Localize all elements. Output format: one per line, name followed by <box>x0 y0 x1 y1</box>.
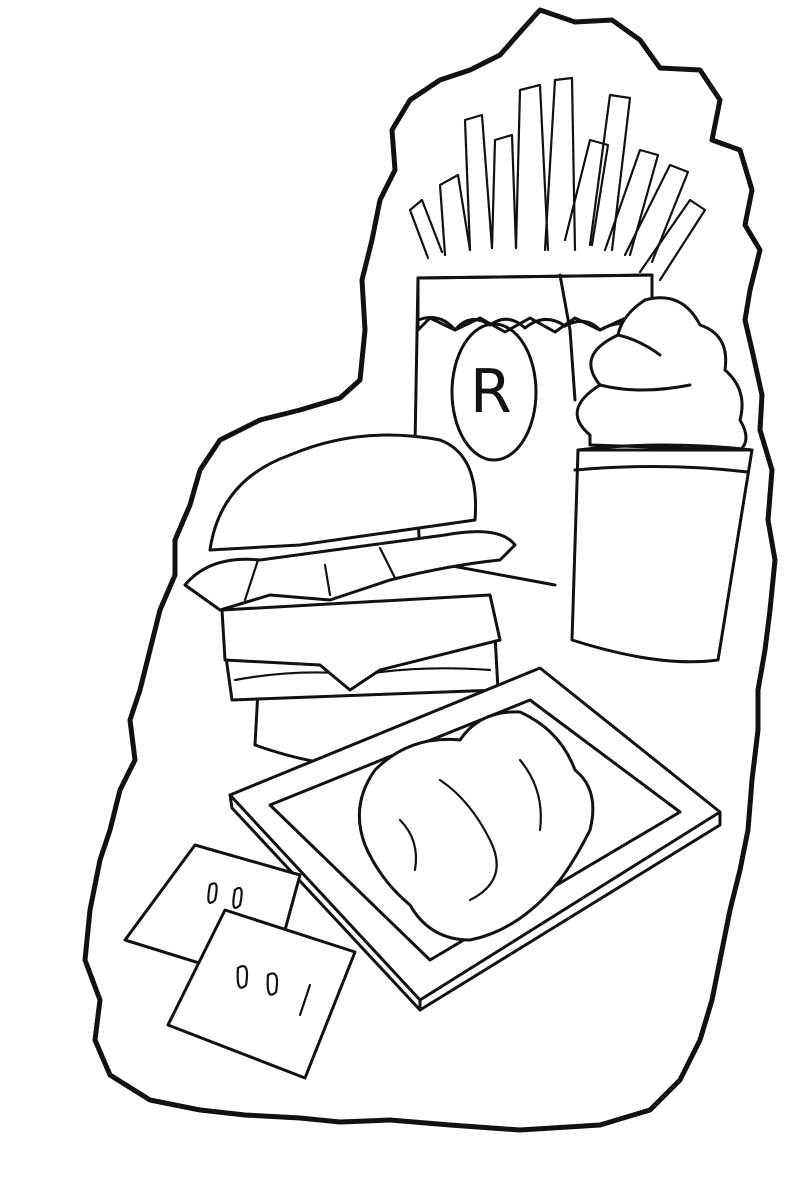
soft-serve-cup-icon <box>570 296 754 664</box>
chicken-tray-icon <box>228 666 722 1012</box>
burger-icon <box>183 433 517 769</box>
fries-box-logo: R <box>470 357 512 427</box>
sauce-packet-icon <box>166 908 357 1080</box>
outline-border-icon <box>82 7 778 1133</box>
